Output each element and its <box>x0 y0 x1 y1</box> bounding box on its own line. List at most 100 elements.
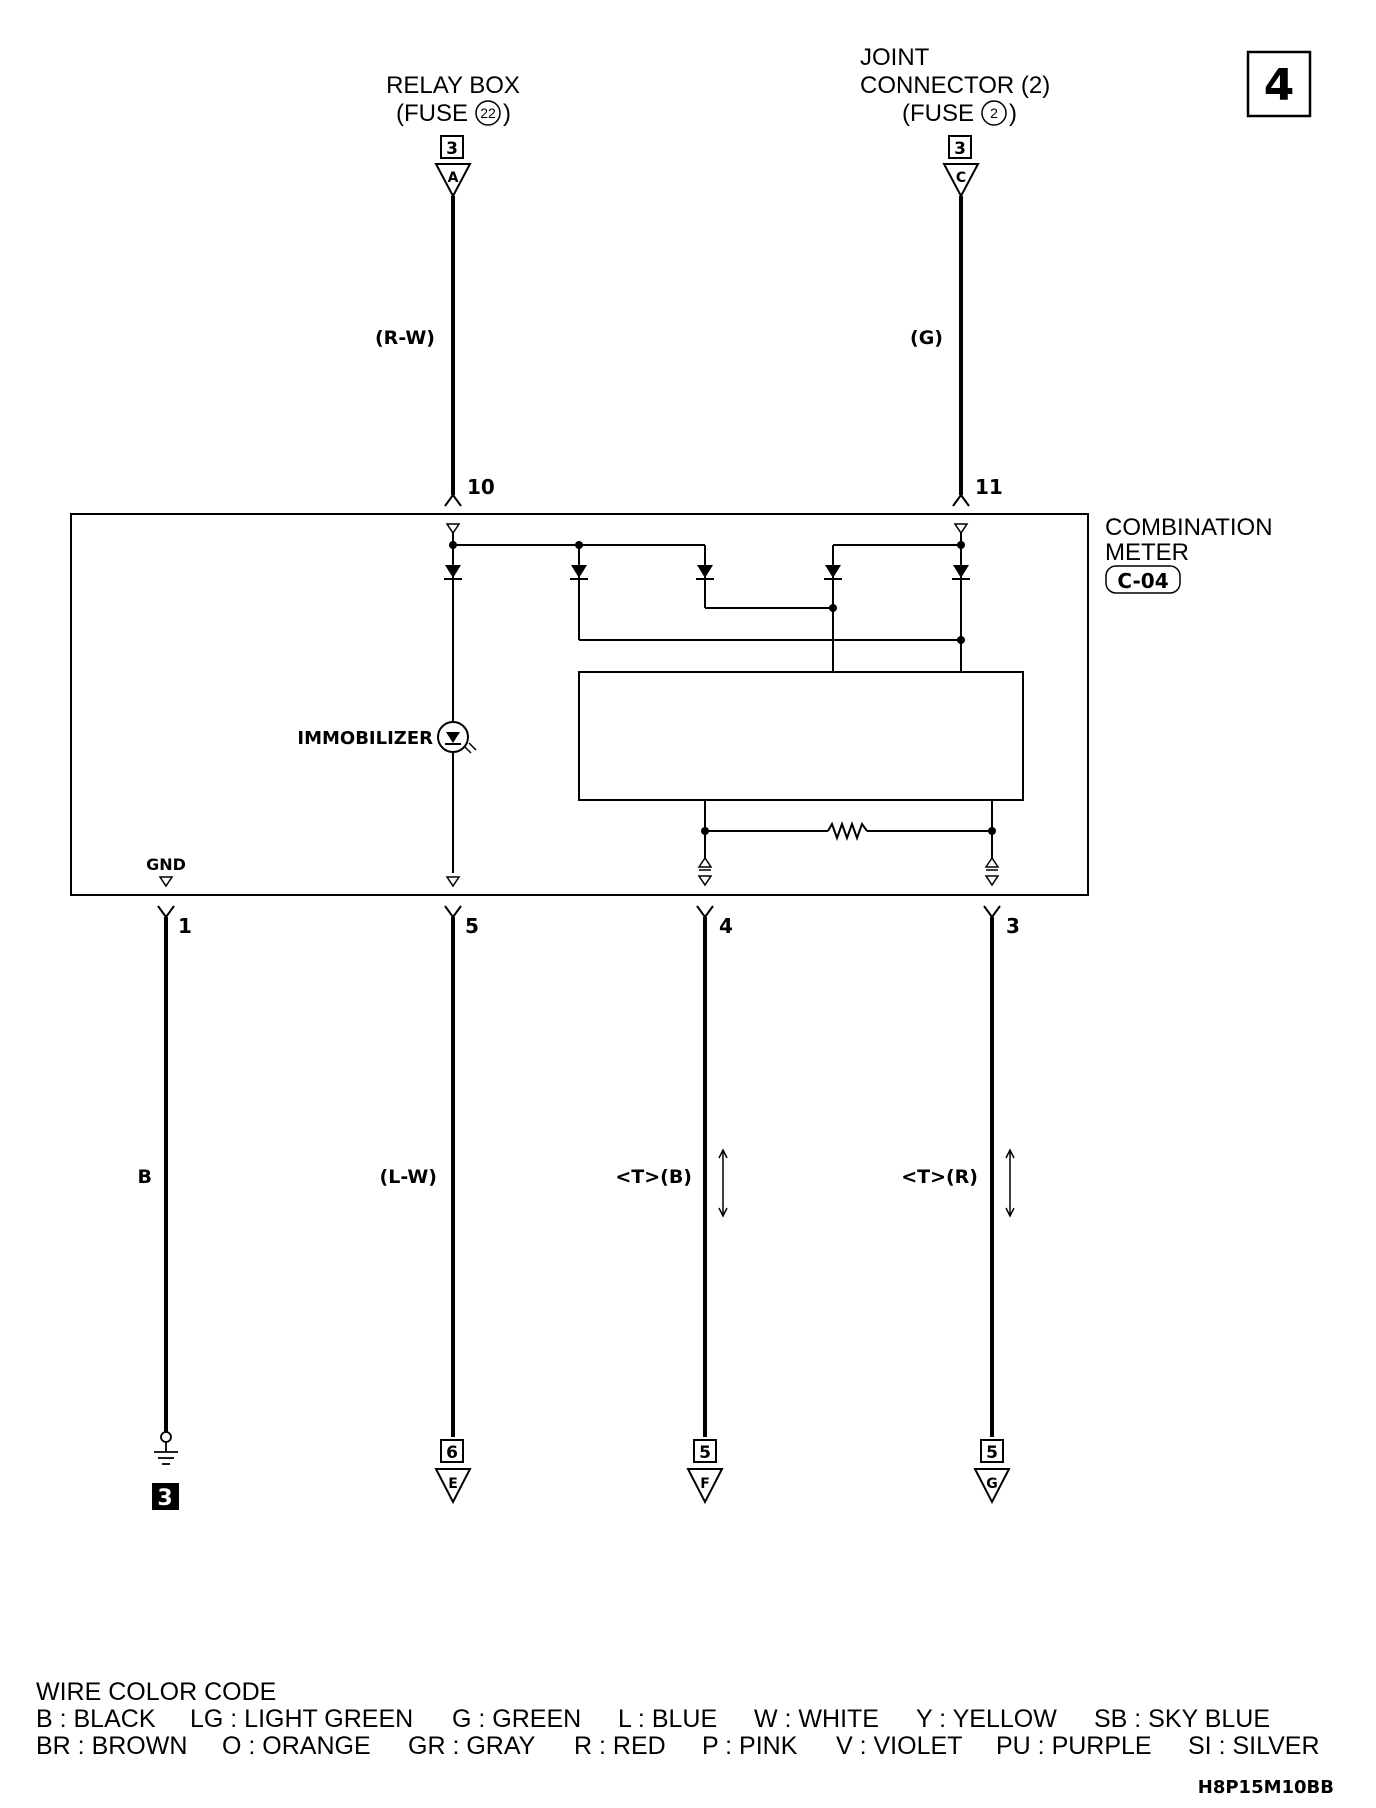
legend-title: WIRE COLOR CODE <box>36 1678 276 1706</box>
internal-terminal-1 <box>158 876 174 888</box>
joint-connector-page-ref: 3 <box>954 139 966 159</box>
legend-entry: SB : SKY BLUE <box>1094 1705 1270 1733</box>
ground-ref-box <box>152 1483 179 1510</box>
immobilizer-indicator <box>437 721 477 754</box>
joint-connector-fuse-close: ) <box>1009 100 1017 127</box>
relay-box-fuse-text: (FUSE <box>396 100 468 127</box>
twisted-pair-arrow-2 <box>1005 1148 1015 1218</box>
pin-5-page-ref: 6 <box>446 1443 458 1463</box>
fuse-number-circle <box>981 100 1007 126</box>
gnd-label: GND <box>146 855 186 874</box>
legend-entry: O : ORANGE <box>222 1732 371 1760</box>
wire-t-b-color: <T>(B) <box>615 1166 692 1188</box>
twisted-pair-arrow-1 <box>718 1148 728 1218</box>
joint-connector-fuse-label: (FUSE 2 ) <box>902 100 1017 127</box>
connector-code: C-04 <box>1117 569 1168 593</box>
legend-entry: R : RED <box>574 1732 666 1760</box>
legend-entry: V : VIOLET <box>836 1732 962 1760</box>
pin-11-number: 11 <box>975 475 1003 499</box>
pin-3-number: 3 <box>1006 914 1020 938</box>
pin-4-page-ref: 5 <box>699 1443 711 1463</box>
joint-connector-arrow <box>942 163 980 199</box>
internal-terminal-10 <box>445 523 461 535</box>
joint-connector-page-ref-box <box>948 135 972 159</box>
pin-1-number: 1 <box>178 914 192 938</box>
pin-3-page-ref-box <box>980 1439 1004 1463</box>
joint-connector-label-1: JOINT <box>860 44 930 71</box>
pin-4-connector-letter: F <box>700 1476 710 1492</box>
joint-connector-fuse-number: 2 <box>990 105 998 121</box>
diode-4 <box>824 565 842 580</box>
joint-connector-label-2: CONNECTOR (2) <box>860 72 1050 99</box>
pin-4-connector-arrow <box>686 1468 724 1505</box>
legend-entry: BR : BROWN <box>36 1732 187 1760</box>
diode-1 <box>444 565 462 580</box>
relay-box-page-ref-box <box>440 135 464 159</box>
pin-11-terminal <box>952 493 970 507</box>
relay-box-label: RELAY BOX <box>386 72 520 99</box>
ground-ref-number: 3 <box>157 1486 172 1511</box>
wire-b-color: B <box>138 1166 152 1188</box>
relay-box-fuse-label: (FUSE 22 ) <box>396 100 511 127</box>
internal-terminal-4 <box>697 856 713 887</box>
junction-dots <box>449 541 996 835</box>
fuse-number-circle <box>475 100 501 126</box>
internal-terminal-5 <box>445 876 461 888</box>
diode-2 <box>570 565 588 580</box>
ground-symbol <box>154 1431 178 1465</box>
legend-entry: L : BLUE <box>618 1705 717 1733</box>
pin-5-connector-arrow <box>434 1468 472 1505</box>
pin-1-terminal <box>157 905 175 919</box>
legend-row-1: B : BLACK LG : LIGHT GREEN G : GREEN L :… <box>36 1705 1270 1733</box>
relay-box-fuse-number: 22 <box>480 105 496 121</box>
pin-10-number: 10 <box>467 475 495 499</box>
connector-code-frame <box>1105 565 1181 594</box>
wire-t-r-color: <T>(R) <box>901 1166 978 1188</box>
pin-3-connector-letter: G <box>986 1476 998 1492</box>
legend-entry: GR : GRAY <box>408 1732 536 1760</box>
wire-r-w-color: (R-W) <box>375 327 435 349</box>
relay-box-page-ref: 3 <box>446 139 458 159</box>
immobilizer-label: IMMOBILIZER <box>297 728 433 749</box>
pin-5-page-ref-box <box>440 1439 464 1463</box>
legend-entry: G : GREEN <box>452 1705 581 1733</box>
component-name-line1: COMBINATION <box>1105 514 1273 541</box>
combination-meter-box <box>70 513 1089 896</box>
pin-4-terminal <box>696 905 714 919</box>
relay-box-connector-arrow <box>434 163 472 199</box>
diode-3 <box>696 565 714 580</box>
legend-entry: B : BLACK <box>36 1705 156 1733</box>
legend-row-2: BR : BROWN O : ORANGE GR : GRAY R : RED … <box>36 1732 1320 1760</box>
joint-connector-letter: C <box>956 170 966 186</box>
pin-3-connector-arrow <box>973 1468 1011 1505</box>
pin-5-connector-letter: E <box>448 1476 458 1492</box>
internal-terminal-11 <box>953 523 969 535</box>
joint-connector-fuse-text: (FUSE <box>902 100 974 127</box>
relay-box-connector-letter: A <box>448 170 459 186</box>
meter-module-block <box>578 671 1024 801</box>
wire-l-w-color: (L-W) <box>380 1166 437 1188</box>
pin-3-terminal <box>983 905 1001 919</box>
page-number-box <box>1246 50 1312 118</box>
legend-entry: W : WHITE <box>754 1705 879 1733</box>
legend-entry: P : PINK <box>702 1732 798 1760</box>
component-name-line2: METER <box>1105 539 1189 566</box>
pin-4-number: 4 <box>719 914 733 938</box>
pin-4-page-ref-box <box>693 1439 717 1463</box>
resistor <box>827 821 868 841</box>
legend-entry: SI : SILVER <box>1188 1732 1320 1760</box>
relay-box-fuse-close: ) <box>503 100 511 127</box>
pin-10-terminal <box>444 493 462 507</box>
wire-g-color: (G) <box>910 327 943 349</box>
pin-5-number: 5 <box>465 914 479 938</box>
legend-entry: PU : PURPLE <box>996 1732 1152 1760</box>
legend-entry: Y : YELLOW <box>916 1705 1057 1733</box>
diode-5 <box>952 565 970 580</box>
legend-entry: LG : LIGHT GREEN <box>190 1705 413 1733</box>
pin-3-page-ref: 5 <box>986 1443 998 1463</box>
page-number: 4 <box>1264 60 1295 111</box>
figure-code: H8P15M10BB <box>1198 1777 1334 1798</box>
pin-5-terminal <box>444 905 462 919</box>
